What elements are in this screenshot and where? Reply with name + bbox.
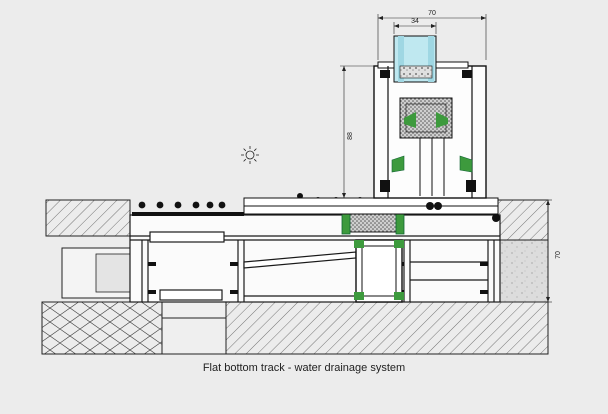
track-top-rail [243,197,499,215]
left-wall-block [45,199,137,299]
floor-substrate [41,199,549,355]
figure-caption: Flat bottom track - water drainage syste… [202,362,406,374]
dimension-glass-width: 34 [411,18,419,25]
sun-icon [241,146,259,164]
dimension-overall-width: 70 [428,10,436,17]
dimension-lines [340,14,552,303]
dimension-track-height: 70 [555,251,562,259]
bottom-track-frame [129,214,501,303]
thermal-break [341,213,405,303]
dimension-ticks [342,16,550,302]
dimension-frame-height: 88 [347,132,354,140]
sash-frame [373,35,487,210]
